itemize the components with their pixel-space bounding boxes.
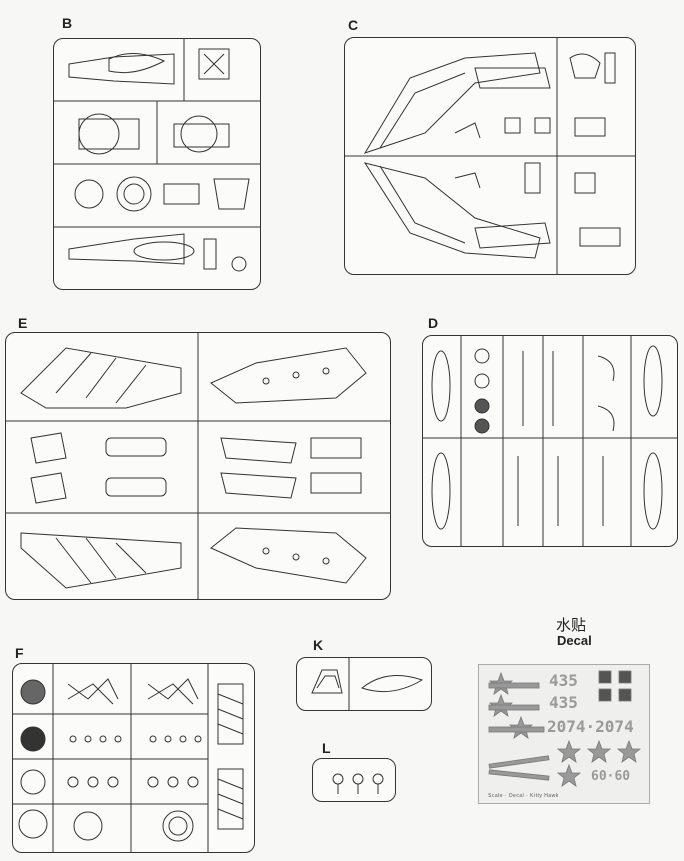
sprue-k-label: K: [313, 637, 324, 653]
decal-number-2: 435: [549, 693, 578, 712]
sprue-b-drawing: [54, 39, 260, 272]
sprue-c-frame: [344, 37, 636, 275]
sprue-d-label: D: [428, 315, 439, 331]
sprue-d-drawing: [423, 336, 677, 546]
sprue-c-drawing: [345, 38, 635, 274]
decal-sheet: 435 435 2074·2074 60·60: [478, 664, 650, 804]
sprue-f-frame: [12, 663, 255, 853]
decal-title: Decal: [557, 633, 592, 648]
sprue-l-drawing: [332, 773, 384, 794]
decal-serial: 2074·2074: [547, 717, 634, 736]
decal-footer: Scale · Decal · Kitty Hawk: [488, 793, 559, 799]
decal-number-1: 435: [549, 671, 578, 690]
sprue-c-label: C: [348, 17, 359, 33]
sprue-k-drawing: [311, 658, 424, 710]
sprue-e-frame: [5, 332, 391, 600]
sprue-b-frame: [53, 38, 261, 290]
sprue-f-drawing: [13, 664, 244, 852]
sprue-d-frame: [422, 335, 678, 547]
decal-sheet-markings: [488, 670, 642, 787]
sprue-f-label: F: [15, 645, 24, 661]
sprue-k-frame: [296, 657, 432, 711]
sprue-e-drawing: [6, 333, 390, 599]
sprue-l-frame: [312, 758, 396, 802]
decal-number-3: 60·60: [591, 769, 631, 784]
sprue-b-label: B: [62, 15, 73, 31]
sprue-l-label: L: [322, 740, 331, 756]
decal-title-chinese: 水贴: [556, 616, 587, 634]
sprue-e-label: E: [18, 315, 28, 331]
